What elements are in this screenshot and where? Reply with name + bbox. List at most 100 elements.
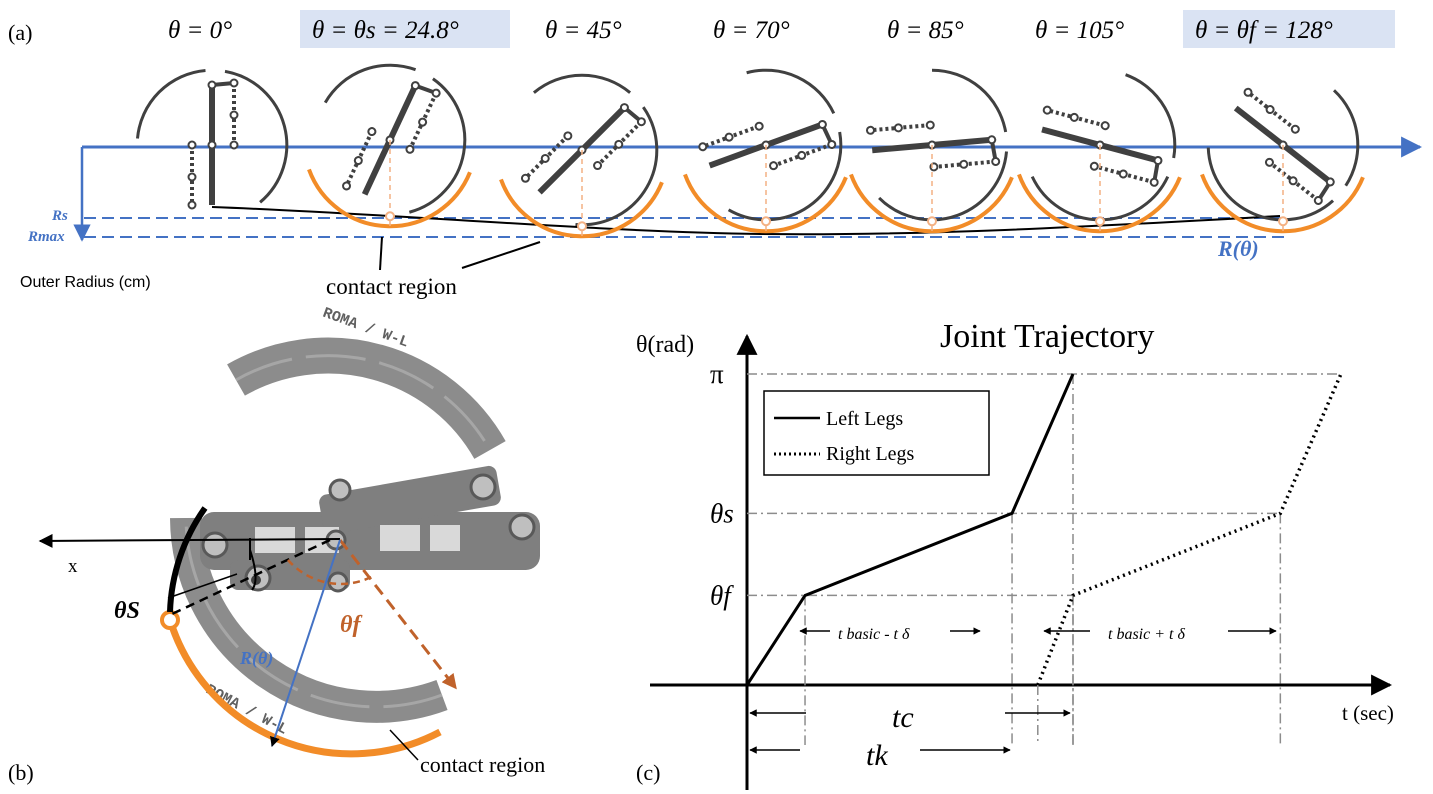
leg-contact-point	[577, 221, 587, 232]
body-upper-plate	[319, 465, 501, 535]
y-axis-label: θ(rad)	[636, 332, 694, 358]
theta-s-label: θS	[114, 598, 140, 624]
leg-joint-3	[1264, 157, 1274, 167]
leg-joint-1	[431, 88, 441, 98]
leg-joint-5	[1290, 124, 1300, 134]
interval-annotations: t basic - t δ t basic + t δ tc tk	[749, 626, 1277, 772]
radius-vector	[270, 539, 341, 747]
leg-arc-left	[135, 68, 206, 139]
leg-contact-point	[385, 211, 395, 222]
leg-joint-7	[1243, 87, 1253, 97]
leg-contact-arc	[307, 168, 472, 229]
leg-arc-left	[931, 68, 1008, 133]
theta-s-pointer	[167, 573, 238, 599]
radius-label: R(θ)	[239, 648, 273, 669]
panel-a: (a) θ = 0°θ = θs = 24.8°θ = 45°θ = 70°θ …	[8, 10, 1423, 299]
leg-joint-0	[619, 103, 629, 113]
leg-arc-right	[224, 69, 289, 204]
leg-joint-2	[959, 159, 969, 169]
leg-joint-1	[991, 157, 1001, 167]
leg-pose-6	[1200, 87, 1365, 234]
ring-bottom-groove	[184, 517, 443, 709]
leg-arc-right	[408, 77, 467, 214]
leg-joint-0	[817, 119, 827, 129]
body-joint-4	[469, 473, 497, 501]
leg-joint-0	[987, 135, 997, 145]
leg-pose-5	[1017, 73, 1182, 234]
leg-joint-0	[1153, 156, 1163, 166]
leg-arc-left	[746, 68, 836, 115]
contact-pointer-2	[461, 241, 541, 269]
leg-pose-3	[683, 68, 848, 234]
leg-joint-1	[229, 78, 239, 88]
leg-joint-6	[540, 153, 550, 163]
leg-contact-arc	[499, 178, 664, 239]
leg-joint-5	[1100, 121, 1110, 131]
panel-c: (c) Joint Trajectory θ(rad) t (sec) πθsθ…	[636, 318, 1394, 790]
leg-joint-2	[229, 110, 239, 120]
body-joint-3	[328, 478, 352, 502]
leg-joint-2	[1288, 176, 1298, 186]
leg-joint-6	[353, 156, 363, 166]
leg-joint-1	[1149, 177, 1159, 187]
angle-labels: θ = 0°θ = θs = 24.8°θ = 45°θ = 70°θ = 85…	[168, 17, 1333, 44]
leg-joint-6	[1265, 105, 1275, 115]
leg-joint-6	[1069, 112, 1079, 122]
panel-a-label: (a)	[8, 20, 32, 45]
leg-joint-7	[342, 181, 352, 191]
y-tick-label-1: θs	[710, 498, 734, 528]
leg-arc-right	[1206, 147, 1335, 222]
leg-joint-2	[614, 139, 624, 149]
leg-joint-0	[1325, 177, 1335, 187]
theta-f-angle-arc	[287, 559, 376, 586]
leg-joint-2	[418, 117, 428, 127]
leg-joint-5	[367, 127, 377, 137]
contact-region-label-b: contact region	[420, 752, 545, 777]
leg-joint-3	[405, 144, 415, 154]
leg-joint-5	[754, 121, 764, 131]
angle-label-1: θ = θs = 24.8°	[312, 17, 459, 44]
interval-right-label: t basic + t δ	[1108, 626, 1185, 643]
tk-label: tk	[866, 739, 888, 772]
leg-joint-1	[827, 139, 837, 149]
leg-joint-3	[229, 140, 239, 150]
leg-joint-0	[207, 80, 217, 90]
leg-arc-left	[532, 73, 632, 94]
contact-region-label-a: contact region	[326, 274, 457, 299]
body-joint-6	[327, 571, 349, 593]
leg-joint-4	[207, 140, 217, 150]
leg-joint-7	[865, 125, 875, 135]
body-joint-5	[508, 513, 536, 541]
leg-joint-5	[925, 120, 935, 130]
leg-joint-1	[1313, 196, 1323, 206]
x-axis-arrow	[38, 533, 341, 548]
leg-joint-7	[187, 200, 197, 210]
leg-pose-rotated-0	[135, 68, 289, 210]
interval-left-label: t basic - t δ	[838, 626, 910, 643]
leg-pose-0	[135, 68, 289, 210]
leg-pose-rotated-4	[865, 68, 1009, 222]
body-slot-3	[380, 525, 420, 551]
chart-legend: Left Legs Right Legs	[763, 390, 990, 476]
panel-b-label: (b)	[8, 760, 34, 785]
theta-f-label: θf	[340, 612, 362, 638]
leg-arc-left	[1125, 73, 1177, 159]
tc-label: tc	[892, 701, 914, 734]
leg-pose-4	[849, 68, 1014, 234]
leg-contact-arc	[1200, 173, 1365, 234]
series-line-right-legs	[1036, 373, 1343, 686]
legend-label-right: Right Legs	[826, 443, 915, 465]
leg-arc-right	[878, 151, 1009, 222]
leg-arc-left	[1332, 89, 1360, 187]
series-line-left-legs	[745, 373, 1075, 686]
leg-arc-left	[323, 63, 417, 104]
legend-box	[763, 390, 990, 476]
leg-joint-3	[593, 161, 603, 171]
chart-title: Joint Trajectory	[940, 318, 1154, 355]
leg-arc-right	[575, 106, 659, 227]
leg-contact-arc	[1017, 173, 1182, 234]
angle-label-6: θ = θf = 128°	[1195, 17, 1333, 44]
leg-contact-arc	[849, 173, 1014, 234]
angle-label-3: θ = 70°	[713, 17, 790, 44]
